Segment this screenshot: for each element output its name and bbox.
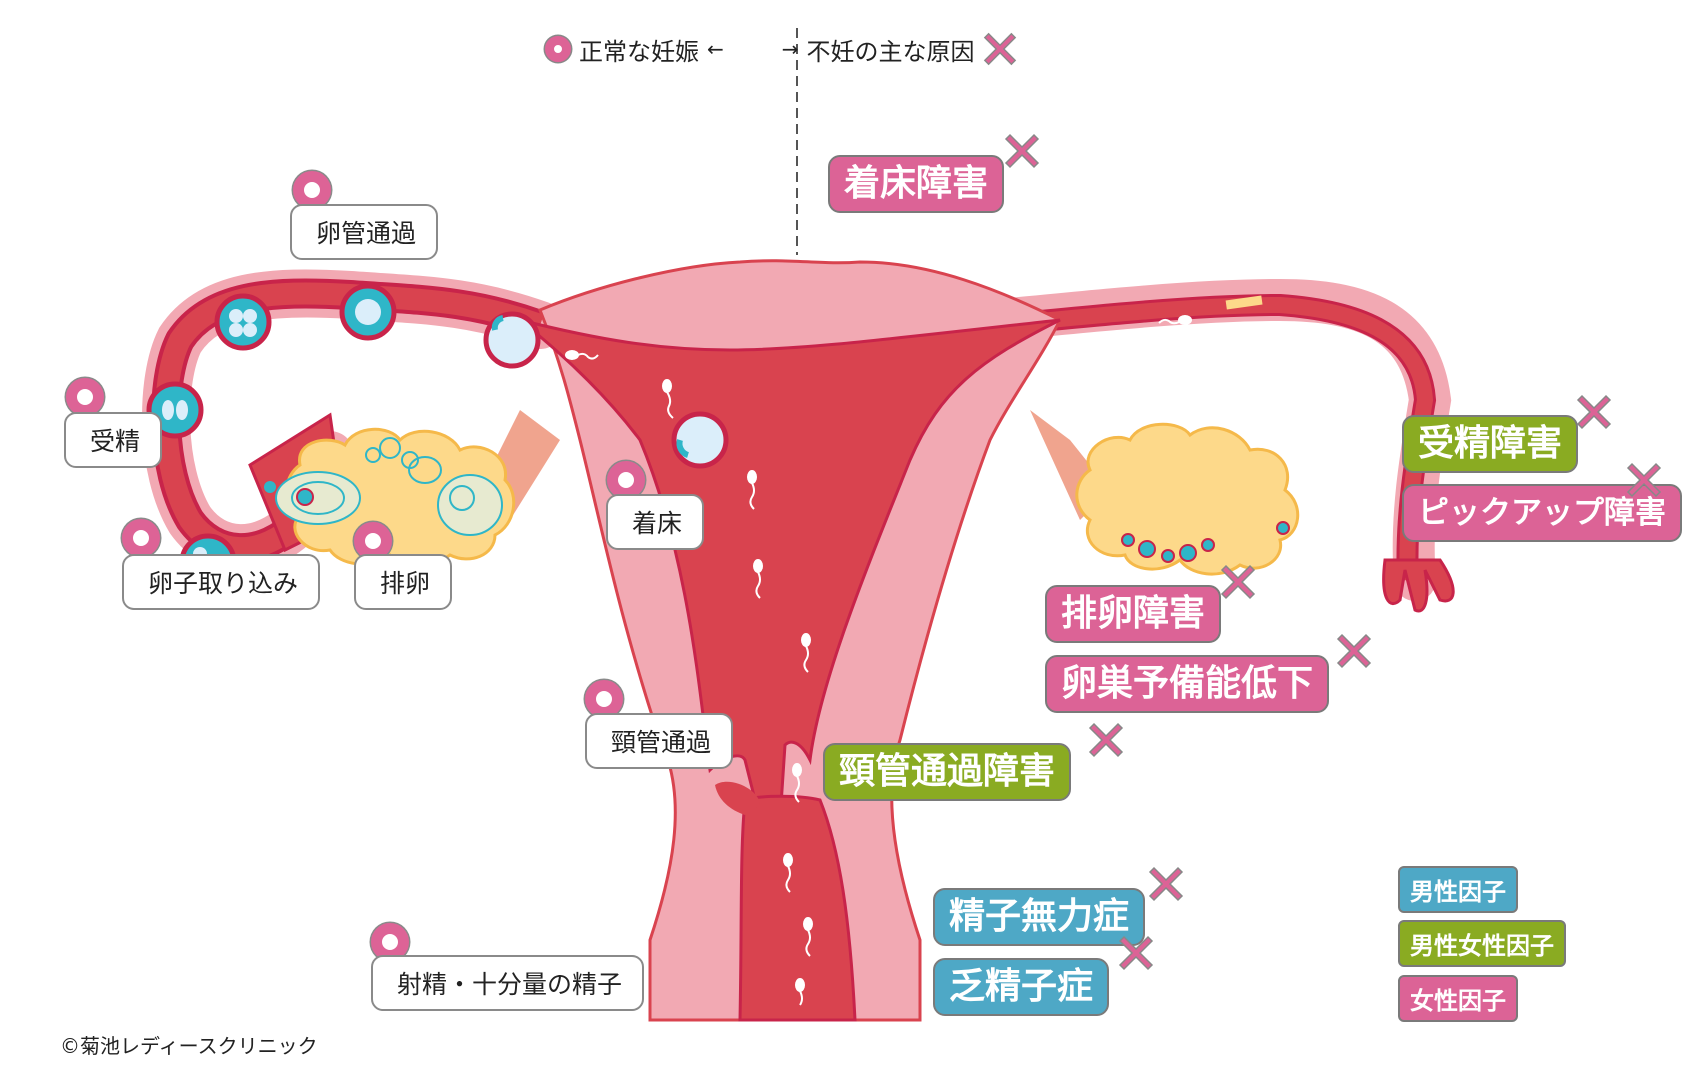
legend-male-factor: 男性因子	[1398, 866, 1518, 913]
cause-asthenozoospermia: 精子無力症	[933, 888, 1146, 946]
left-arrow-icon: ←	[707, 37, 724, 61]
top-legend: 正常な妊娠 ← → 不妊の主な原因	[545, 30, 1019, 68]
sperm	[565, 315, 1192, 1006]
pink-x-icon	[1336, 633, 1372, 669]
pink-x-icon	[1576, 394, 1612, 430]
copyright: ©菊池レディースクリニック	[60, 1034, 318, 1058]
step-egg-pickup: 卵子取り込み	[122, 554, 321, 610]
pink-x-icon	[983, 32, 1016, 66]
legend-both-factor: 男性女性因子	[1398, 920, 1566, 967]
normal-pregnancy-label: 正常な妊娠	[579, 37, 699, 66]
cause-ovarian-reserve: 卵巣予備能低下	[1045, 655, 1330, 713]
step-cervical-transit: 頸管通過	[585, 713, 734, 769]
step-fertilization: 受精	[64, 412, 163, 468]
right-ovary-follicles	[1121, 521, 1290, 563]
right-arrow-icon: →	[781, 37, 799, 61]
step-implantation: 着床	[606, 494, 705, 550]
pink-x-icon	[1220, 564, 1256, 600]
cervical-canal	[738, 794, 857, 1022]
cause-ovulation-disorder: 排卵障害	[1045, 585, 1222, 643]
pink-ring-icon	[585, 680, 623, 718]
right-fimbriae	[1382, 558, 1455, 613]
pink-ring-icon	[293, 171, 331, 209]
cause-oligozoospermia: 乏精子症	[933, 958, 1110, 1016]
infertility-causes-label: 不妊の主な原因	[806, 37, 975, 66]
step-oviduct-transit: 卵管通過	[290, 204, 439, 260]
legend-female-factor: 女性因子	[1398, 975, 1518, 1022]
pink-ring-icon	[66, 378, 104, 416]
pink-x-icon	[1088, 722, 1124, 758]
pink-ring-icon	[607, 461, 645, 499]
pink-x-icon	[1626, 462, 1662, 498]
step-ejaculation: 射精・十分量の精子	[371, 955, 645, 1011]
cause-fertilization-disorder: 受精障害	[1402, 415, 1579, 473]
cause-implantation-disorder: 着床障害	[828, 155, 1005, 213]
right-tube-inner	[999, 296, 1434, 581]
pink-x-icon	[1004, 133, 1040, 169]
pink-ring-icon	[545, 36, 571, 62]
cause-cervical-disorder: 頸管通過障害	[823, 743, 1072, 801]
pink-x-icon	[1118, 935, 1154, 971]
pink-ring-icon	[122, 519, 160, 557]
pink-x-icon	[1148, 866, 1184, 902]
step-ovulation: 排卵	[354, 554, 453, 610]
